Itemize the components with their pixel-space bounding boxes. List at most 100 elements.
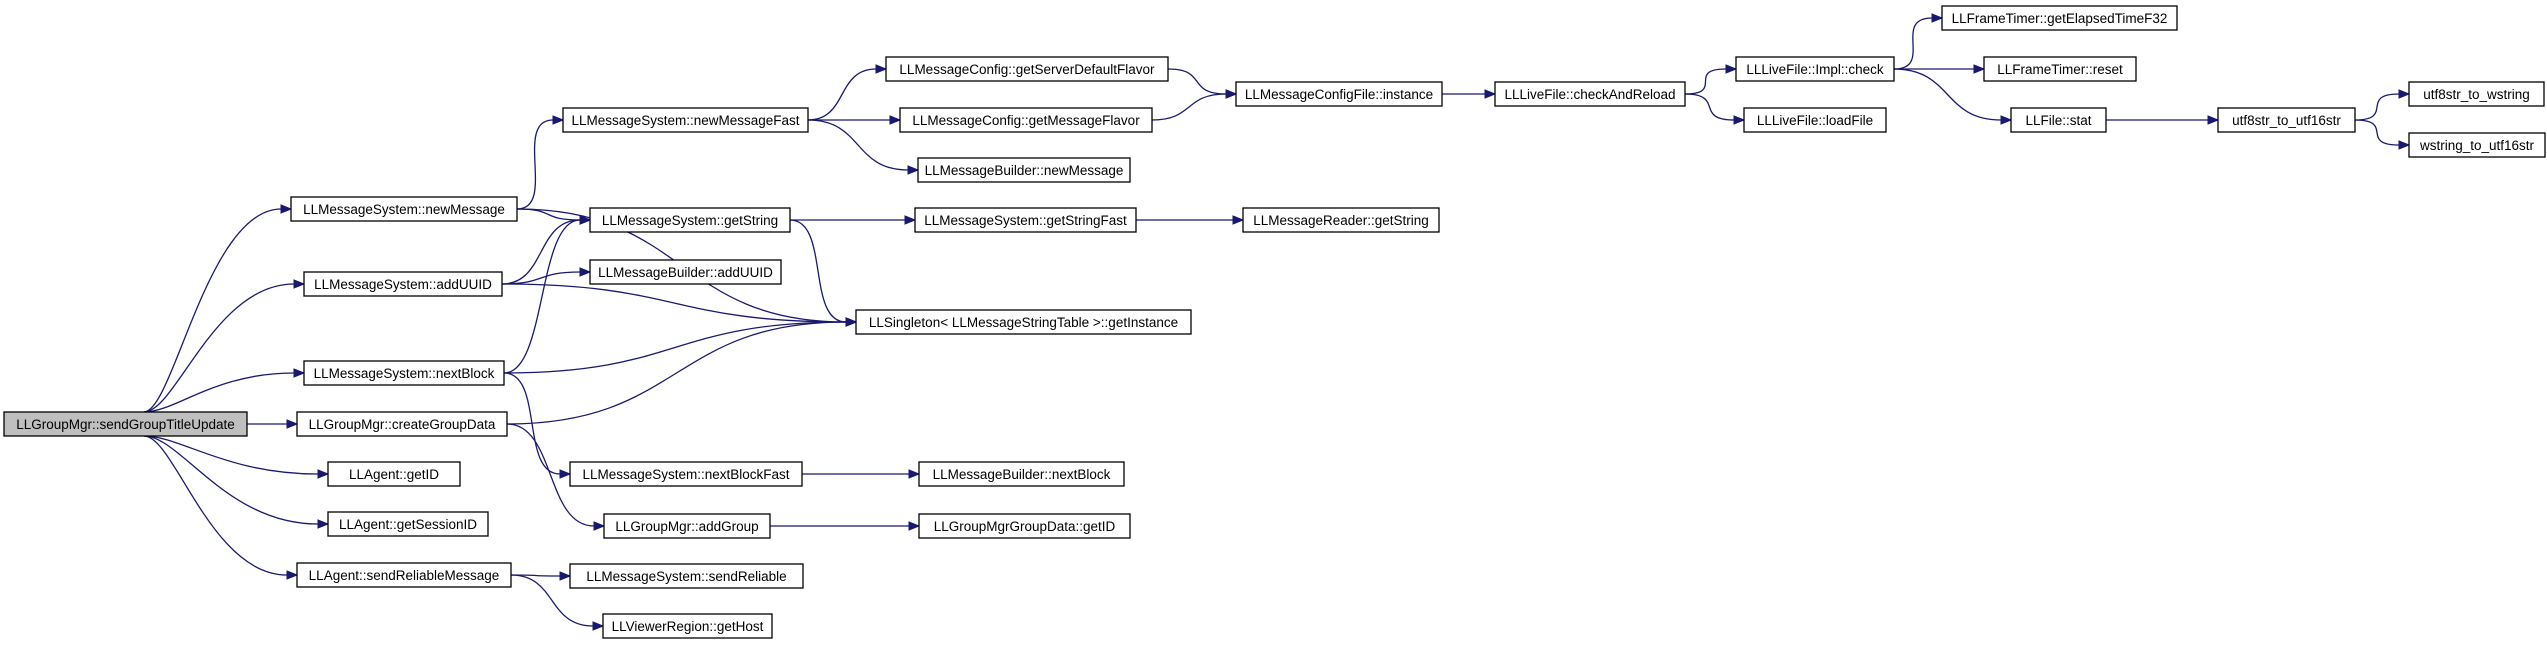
node-llframetimer-getelapsedtimef32[interactable]: LLFrameTimer::getElapsedTimeF32 <box>1941 5 2178 31</box>
edge-n2-to-n9 <box>501 215 592 285</box>
node-llmessagebuilder-nextblock[interactable]: LLMessageBuilder::nextBlock <box>918 461 1125 487</box>
node-utf8str-to-wstring[interactable]: utf8str_to_wstring <box>2408 81 2545 107</box>
edge-line <box>1167 68 1227 95</box>
edge-line <box>807 119 909 171</box>
edge-n9-to-n19 <box>789 219 858 327</box>
node-llmessagebuilder-adduuid[interactable]: LLMessageBuilder::addUUID <box>589 259 782 285</box>
node-llmessagereader-getstring[interactable]: LLMessageReader::getString <box>1242 207 1440 233</box>
node-llgroupmgr-addgroup[interactable]: LLGroupMgr::addGroup <box>603 513 771 539</box>
edge-line <box>143 435 319 475</box>
node-label: LLMessageConfigFile::instance <box>1245 87 1433 102</box>
edge-n24-to-n25 <box>1684 64 1738 95</box>
node-llagent-sendreliablemessage[interactable]: LLAgent::sendReliableMessage <box>296 562 512 588</box>
edge-n30-to-n31 <box>2354 89 2411 121</box>
node-utf8str-to-utf16str[interactable]: utf8str_to_utf16str <box>2217 107 2356 133</box>
edge-n24-to-n26 <box>1684 93 1746 125</box>
node-llsingleton-llmessagestringtable-getinstance[interactable]: LLSingleton< LLMessageStringTable >::get… <box>855 309 1192 335</box>
edge-n0-to-n2 <box>143 279 306 413</box>
edge-n8-to-n15 <box>807 64 888 121</box>
node-llfile-stat[interactable]: LLFile::stat <box>2010 107 2107 133</box>
node-llmessageconfig-getserverdefaultflavor[interactable]: LLMessageConfig::getServerDefaultFlavor <box>885 56 1169 82</box>
node-label: LLLiveFile::checkAndReload <box>1504 87 1675 102</box>
node-llmessagesystem-adduuid[interactable]: LLMessageSystem::addUUID <box>303 271 503 297</box>
node-lllivefile-impl-check[interactable]: LLLiveFile::Impl::check <box>1735 56 1895 82</box>
edge-arrowhead <box>1225 89 1238 99</box>
node-llmessagesystem-sendreliable[interactable]: LLMessageSystem::sendReliable <box>569 563 804 589</box>
node-lllivefile-loadfile[interactable]: LLLiveFile::loadFile <box>1743 107 1887 133</box>
edge-n29-to-n30 <box>2106 115 2220 125</box>
edge-arrowhead <box>1232 215 1245 225</box>
node-label: LLMessageReader::getString <box>1253 213 1429 228</box>
node-llgroupmgr-creategroupdata[interactable]: LLGroupMgr::createGroupData <box>296 411 508 437</box>
node-llmessageconfig-getmessageflavor[interactable]: LLMessageConfig::getMessageFlavor <box>899 107 1153 133</box>
node-label: LLMessageSystem::nextBlockFast <box>582 467 789 482</box>
node-box <box>899 107 1153 133</box>
node-box <box>589 207 791 233</box>
edge-line <box>2354 119 2400 146</box>
node-llgroupmgr-sendgrouptitleupdate[interactable]: LLGroupMgr::sendGroupTitleUpdate <box>3 411 248 437</box>
node-box <box>3 411 248 437</box>
edge-line <box>506 321 847 425</box>
node-lllivefile-checkandreload[interactable]: LLLiveFile::checkAndReload <box>1494 81 1686 107</box>
node-box <box>569 563 804 589</box>
node-label: LLGroupMgrGroupData::getID <box>934 519 1116 534</box>
node-llmessagesystem-getstringfast[interactable]: LLMessageSystem::getStringFast <box>914 207 1137 233</box>
node-label: LLMessageSystem::newMessage <box>303 202 505 217</box>
node-llagent-getsessionid[interactable]: LLAgent::getSessionID <box>327 511 489 537</box>
edge-arrowhead <box>286 570 299 580</box>
edge-arrowhead <box>2398 140 2411 150</box>
node-label: LLLiveFile::Impl::check <box>1746 62 1884 77</box>
node-box <box>327 511 489 537</box>
edge-arrowhead <box>317 519 330 529</box>
edge-arrowhead <box>2000 115 2013 125</box>
edge-n25-to-n27 <box>1893 13 1944 70</box>
node-box <box>855 309 1192 335</box>
edge-n7-to-n13 <box>510 571 572 581</box>
node-box <box>2408 81 2545 107</box>
node-llmessagesystem-newmessagefast[interactable]: LLMessageSystem::newMessageFast <box>562 107 809 133</box>
node-label: LLMessageSystem::addUUID <box>314 277 492 292</box>
node-box <box>918 513 1131 539</box>
edge-n0-to-n6 <box>143 435 330 529</box>
node-label: LLMessageSystem::newMessageFast <box>571 113 799 128</box>
edge-arrowhead <box>904 215 917 225</box>
node-box <box>602 613 773 639</box>
node-box <box>917 157 1131 183</box>
node-llmessagesystem-nextblockfast[interactable]: LLMessageSystem::nextBlockFast <box>569 461 803 487</box>
edge-line <box>503 321 847 374</box>
node-box <box>569 461 803 487</box>
node-label: LLGroupMgr::addGroup <box>615 519 758 534</box>
node-llframetimer-reset[interactable]: LLFrameTimer::reset <box>1983 56 2137 82</box>
node-llgroupmgrgroupdata-getid[interactable]: LLGroupMgrGroupData::getID <box>918 513 1131 539</box>
edge-n1-to-n8 <box>516 115 565 210</box>
edge-arrowhead <box>293 368 306 378</box>
node-llagent-getid[interactable]: LLAgent::getID <box>327 461 461 487</box>
node-label: LLSingleton< LLMessageStringTable >::get… <box>869 315 1178 330</box>
node-llmessagesystem-nextblock[interactable]: LLMessageSystem::nextBlock <box>303 360 505 386</box>
edge-arrowhead <box>317 469 330 479</box>
edge-n22-to-n24 <box>1442 89 1497 99</box>
edge-arrowhead <box>593 521 606 531</box>
edge-n18-to-n23 <box>1136 215 1245 225</box>
node-llmessagesystem-getstring[interactable]: LLMessageSystem::getString <box>589 207 791 233</box>
node-box <box>562 107 809 133</box>
node-label: LLAgent::getSessionID <box>339 517 477 532</box>
edge-n0-to-n3 <box>143 368 306 413</box>
node-box <box>1983 56 2137 82</box>
edge-arrowhead <box>579 267 592 277</box>
node-llviewerregion-gethost[interactable]: LLViewerRegion::getHost <box>602 613 773 639</box>
node-box <box>1941 5 2178 31</box>
edge-arrowhead <box>1973 64 1986 74</box>
edge-arrowhead <box>2398 89 2411 99</box>
node-box <box>1242 207 1440 233</box>
node-llmessagesystem-newmessage[interactable]: LLMessageSystem::newMessage <box>290 196 518 222</box>
edge-arrowhead <box>592 621 605 631</box>
node-llmessageconfigfile-instance[interactable]: LLMessageConfigFile::instance <box>1235 81 1443 107</box>
node-llmessagebuilder-newmessage[interactable]: LLMessageBuilder::newMessage <box>917 157 1131 183</box>
edge-n4-to-n12 <box>506 423 606 531</box>
node-label: LLFrameTimer::reset <box>1997 62 2123 77</box>
node-wstring-to-utf16str[interactable]: wstring_to_utf16str <box>2408 132 2546 158</box>
edge-arrowhead <box>280 204 293 214</box>
edge-n0-to-n1 <box>143 204 293 413</box>
